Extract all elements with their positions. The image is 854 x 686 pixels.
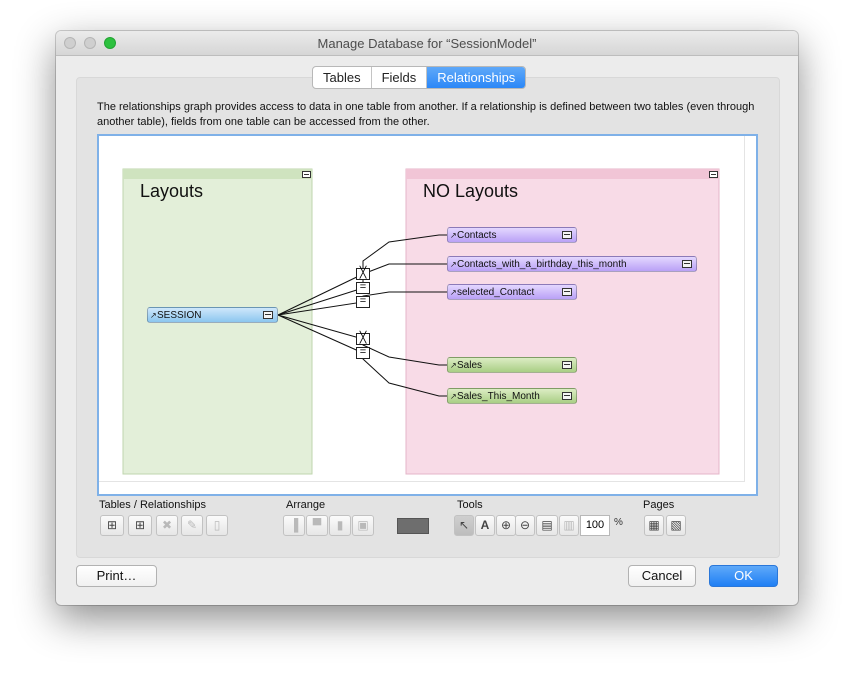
align-left-icon[interactable]: ▐ (283, 515, 305, 536)
line-session-selected-contact (277, 291, 447, 316)
collapse-occurrence-icon[interactable] (263, 311, 273, 319)
table-occurrence-label: selected_Contact (457, 287, 535, 298)
add-table-icon[interactable]: ⊞ (100, 515, 124, 536)
window-title: Manage Database for “SessionModel” (317, 36, 537, 51)
external-link-icon: ↗ (450, 231, 457, 240)
delete-icon[interactable]: ▯ (206, 515, 228, 536)
table-occurrence-sales[interactable]: ↗ Sales (447, 357, 577, 373)
collapse-tables-icon[interactable]: ▥ (559, 515, 579, 536)
collapse-occurrence-icon[interactable] (562, 288, 572, 296)
relationship-operator-cross-icon[interactable]: ╳ (356, 268, 370, 280)
tools-group-label: Tools (457, 499, 483, 511)
group-no-layouts-label[interactable]: NO Layouts (423, 181, 519, 201)
group-no-layouts-box (405, 168, 720, 475)
distribute-icon[interactable]: ▮ (329, 515, 351, 536)
resize-icon[interactable]: ▣ (352, 515, 374, 536)
table-occurrence-label: Contacts_with_a_birthday_this_month (457, 259, 627, 270)
title-bar[interactable]: Manage Database for “SessionModel” (56, 31, 798, 56)
duplicate-icon[interactable]: ✖ (156, 515, 178, 536)
group-layouts-collapse-button[interactable] (302, 171, 311, 178)
relationships-graph[interactable]: Layouts NO Layouts ↗ SESSION ↗ Contacts … (97, 134, 758, 496)
table-occurrence-selected-contact[interactable]: ↗ selected_Contact (447, 284, 577, 300)
page-setup-icon[interactable]: ▧ (666, 515, 686, 536)
table-occurrence-contacts[interactable]: ↗ Contacts (447, 227, 577, 243)
collapse-occurrence-icon[interactable] (562, 392, 572, 400)
zoom-in-icon[interactable]: ⊕ (496, 515, 516, 536)
graph-canvas[interactable]: Layouts NO Layouts ↗ SESSION ↗ Contacts … (99, 136, 745, 482)
group-no-layouts-header (406, 169, 719, 179)
relationship-operator-equal-icon[interactable]: = (356, 282, 370, 294)
zoom-unit-label: % (614, 517, 623, 528)
table-occurrence-contacts-birthday[interactable]: ↗ Contacts_with_a_birthday_this_month (447, 256, 697, 272)
tab-tables[interactable]: Tables (313, 67, 372, 88)
page-breaks-icon[interactable]: ▦ (644, 515, 664, 536)
group-layouts-header (123, 169, 312, 179)
collapse-occurrence-icon[interactable] (562, 231, 572, 239)
external-link-icon: ↗ (450, 260, 457, 269)
group-no-layouts-collapse-button[interactable] (709, 171, 718, 178)
zoom-level-input[interactable]: 100 (580, 515, 610, 536)
relationship-operator-cross-icon[interactable]: ╳ (356, 333, 370, 345)
edit-icon[interactable]: ✎ (181, 515, 203, 536)
pages-group-label: Pages (643, 499, 675, 511)
text-tool-icon[interactable]: A (475, 515, 495, 536)
line-session-sales (277, 314, 447, 366)
toggle-display-icon[interactable]: ▤ (536, 515, 558, 536)
table-occurrence-session[interactable]: ↗ SESSION (147, 307, 278, 323)
tab-bar: Tables Fields Relationships (312, 66, 527, 89)
tab-relationships[interactable]: Relationships (427, 67, 526, 88)
external-link-icon: ↗ (450, 361, 457, 370)
minimize-window-button[interactable] (84, 37, 96, 49)
external-link-icon: ↗ (450, 288, 457, 297)
ok-button[interactable]: OK (709, 565, 778, 587)
group-layouts-label[interactable]: Layouts (140, 181, 204, 201)
tab-fields[interactable]: Fields (372, 67, 428, 88)
align-top-icon[interactable]: ▀ (306, 515, 328, 536)
tables-relationships-group-label: Tables / Relationships (99, 499, 207, 511)
arrange-group-label: Arrange (286, 499, 326, 511)
external-link-icon: ↗ (450, 392, 457, 401)
table-occurrence-label: Sales (457, 360, 483, 371)
zoom-out-icon[interactable]: ⊖ (515, 515, 535, 536)
zoom-window-button[interactable] (104, 37, 116, 49)
relationship-operator-equal-icon[interactable]: = (356, 347, 370, 359)
close-window-button[interactable] (64, 37, 76, 49)
add-relationship-icon[interactable]: ⊞ (128, 515, 152, 536)
color-swatch[interactable] (397, 518, 429, 534)
collapse-occurrence-icon[interactable] (682, 260, 692, 268)
cancel-button[interactable]: Cancel (628, 565, 696, 587)
external-link-icon: ↗ (150, 311, 157, 320)
line-session-sales-this-month (277, 314, 447, 397)
relationship-operator-equal-icon[interactable]: = (356, 296, 370, 308)
collapse-occurrence-icon[interactable] (562, 361, 572, 369)
table-occurrence-label: SESSION (157, 310, 202, 321)
manage-database-dialog: Manage Database for “SessionModel” Table… (56, 31, 798, 605)
table-occurrence-sales-this-month[interactable]: ↗ Sales_This_Month (447, 388, 577, 404)
table-occurrence-label: Sales_This_Month (457, 391, 540, 402)
relationships-description: The relationships graph provides access … (97, 101, 755, 128)
table-occurrence-label: Contacts (457, 230, 497, 241)
pointer-icon[interactable]: ↖ (454, 515, 474, 536)
print-button[interactable]: Print… (76, 565, 157, 587)
